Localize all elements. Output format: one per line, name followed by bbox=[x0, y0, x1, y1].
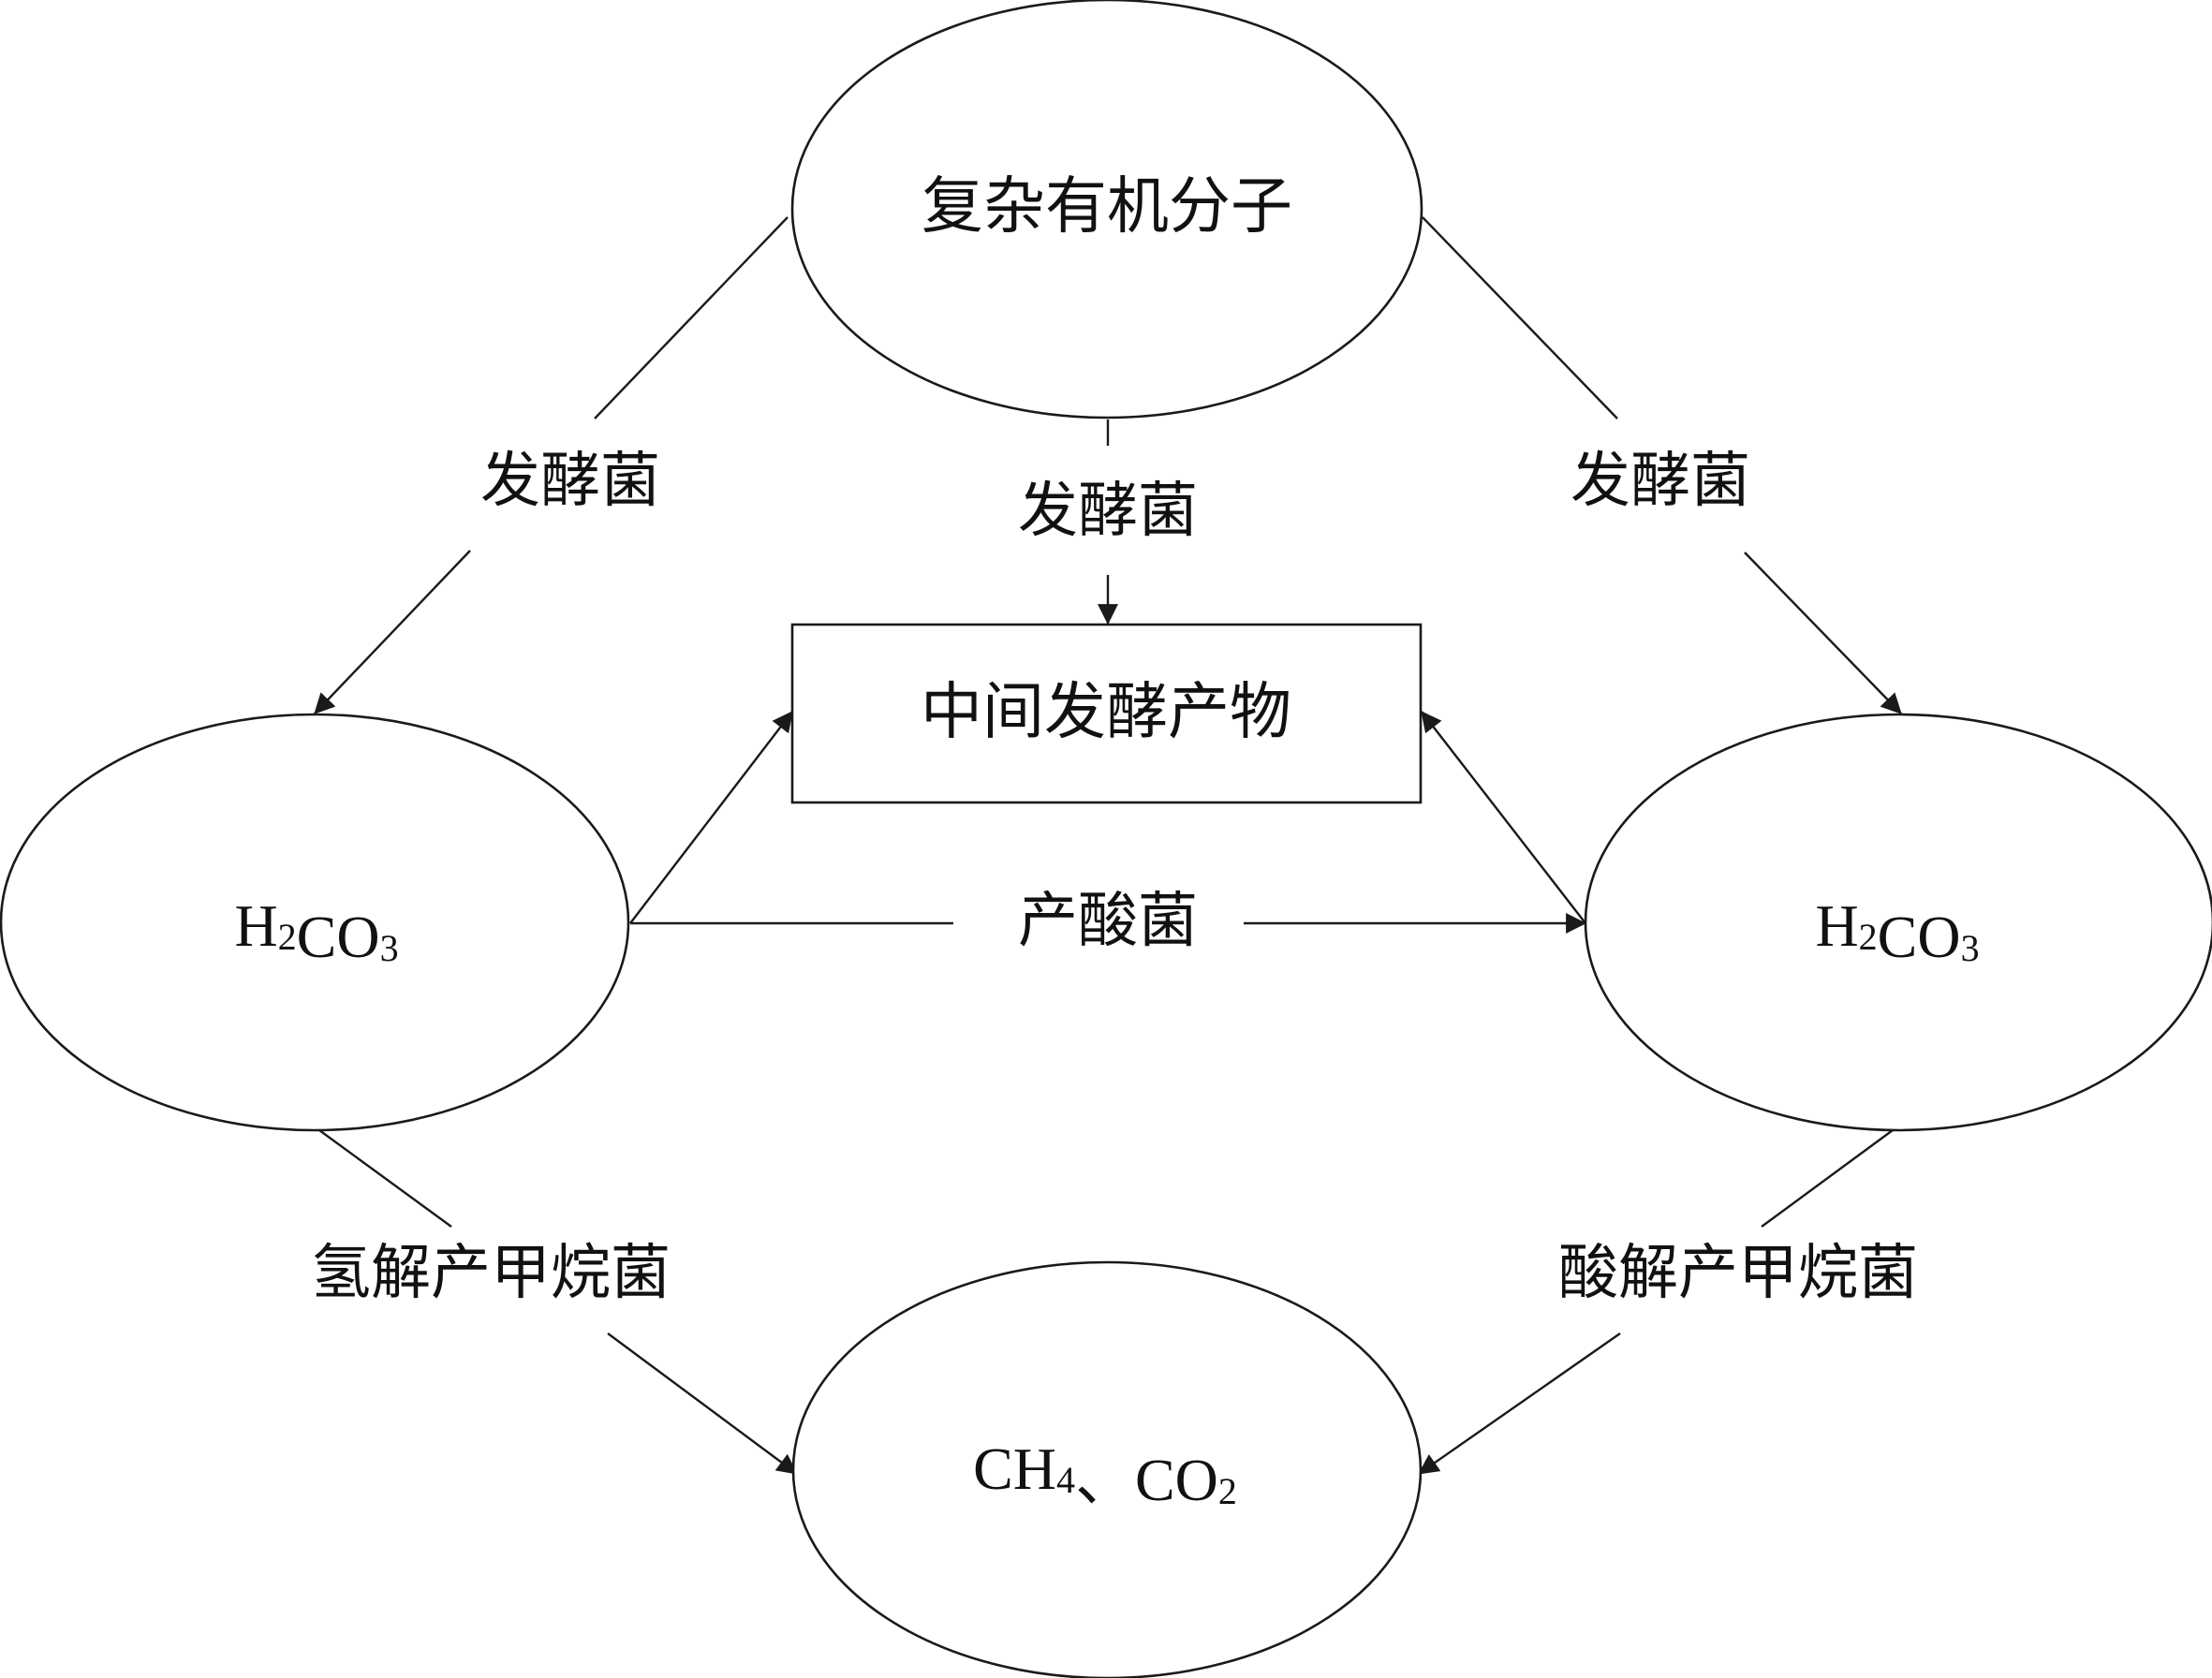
node-formula-left-h2co3: H2CO3 bbox=[234, 892, 398, 970]
edge-acetoclastic-methanogenesis: 酸解产甲烷菌 bbox=[1418, 1129, 1918, 1475]
edge-left-fermentation: 发酵菌 bbox=[314, 216, 789, 714]
edge-center-fermentation: 发酵菌 bbox=[1018, 420, 1198, 626]
edge-acidogenesis: 产酸菌 bbox=[630, 887, 1587, 956]
node-formula-products: CH4、CO2 bbox=[973, 1435, 1237, 1513]
node-label-complex-organics: 复杂有机分子 bbox=[922, 170, 1292, 243]
edge-label-fermentation-left: 发酵菌 bbox=[480, 447, 660, 516]
node-right-h2co3: H2CO3 bbox=[1584, 713, 2212, 1132]
edge-label-fermentation-center: 发酵菌 bbox=[1018, 477, 1198, 546]
edge-label-acidogen: 产酸菌 bbox=[1018, 887, 1198, 956]
node-left-h2co3: H2CO3 bbox=[0, 713, 630, 1132]
edge-right-fermentation: 发酵菌 bbox=[1422, 216, 1902, 714]
edge-label-hydrogenotrophic: 氢解产甲烷菌 bbox=[311, 1239, 671, 1308]
edge-right-to-intermediate bbox=[1421, 711, 1586, 924]
edge-label-acetoclastic: 酸解产甲烷菌 bbox=[1558, 1239, 1918, 1308]
node-complex-organics: 复杂有机分子 bbox=[790, 0, 1423, 420]
edge-left-to-intermediate bbox=[629, 711, 793, 924]
node-formula-right-h2co3: H2CO3 bbox=[1815, 892, 1979, 970]
node-intermediate-products: 中间发酵产物 bbox=[790, 623, 1423, 804]
node-products-ch4-co2: CH4、CO2 bbox=[791, 1260, 1423, 1678]
edge-label-fermentation-right: 发酵菌 bbox=[1571, 447, 1750, 516]
edge-hydrogenotrophic-methanogenesis: 氢解产甲烷菌 bbox=[311, 1129, 798, 1475]
node-label-intermediate: 中间发酵产物 bbox=[921, 676, 1291, 748]
